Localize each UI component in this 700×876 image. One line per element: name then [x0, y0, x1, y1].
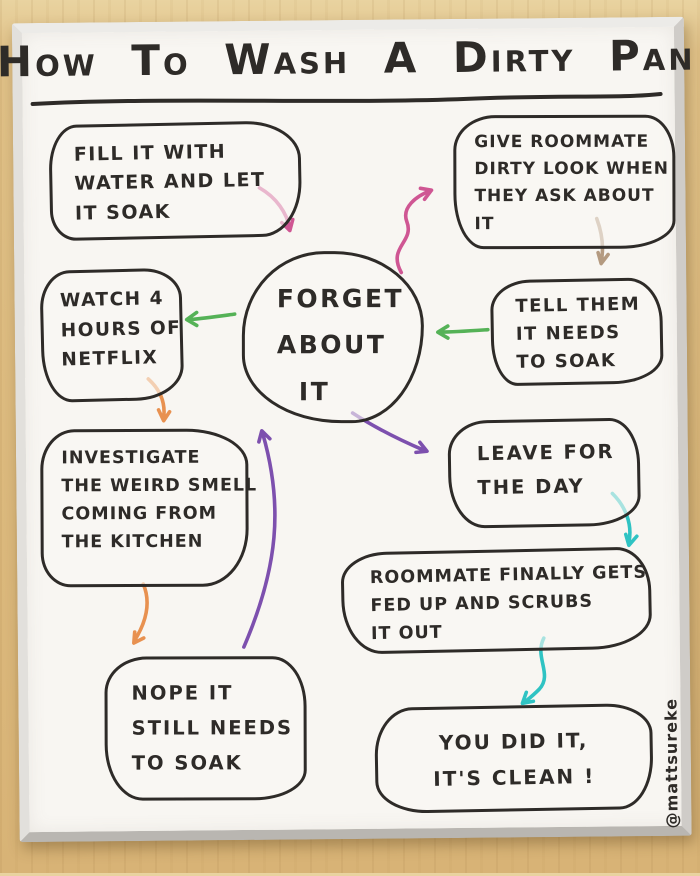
- node-investigate-weird-smell: INVESTIGATE THE WEIRD SMELL COMING FROM …: [40, 428, 258, 588]
- node-line: DIRTY LOOK WHEN: [474, 158, 670, 180]
- node-line: TO SOAK: [516, 349, 617, 373]
- node-line: THE DAY: [477, 474, 585, 500]
- node-you-did-it-its-clean: YOU DID IT, IT'S CLEAN !: [373, 702, 654, 814]
- node-line: NOPE IT: [131, 681, 234, 705]
- node-line: ABOUT: [276, 330, 387, 360]
- node-line: THE WEIRD SMELL: [61, 475, 258, 497]
- node-line: WATCH 4: [59, 288, 165, 312]
- node-line: THE KITCHEN: [61, 531, 204, 553]
- node-line: FILL IT WITH: [73, 140, 227, 166]
- page-title: How To Wash A Dirty Pan: [0, 30, 696, 87]
- node-forget-about-it: FORGET ABOUT IT: [241, 251, 424, 424]
- node-leave-for-the-day: LEAVE FOR THE DAY: [447, 417, 642, 529]
- node-line: HOURS OF: [60, 317, 182, 342]
- node-line: NETFLIX: [61, 347, 159, 371]
- node-nope-still-needs-to-soak: NOPE IT STILL NEEDS TO SOAK: [104, 656, 307, 801]
- node-roommate-scrubs-it-out: ROOMMATE FINALLY GETS FED UP AND SCRUBS …: [340, 546, 653, 655]
- node-line: TO SOAK: [131, 751, 243, 775]
- node-line: IT: [298, 376, 331, 406]
- node-line: STILL NEEDS: [131, 716, 294, 740]
- node-line: IT: [474, 213, 495, 234]
- node-line: IT OUT: [370, 622, 443, 645]
- node-line: YOU DID IT,: [438, 728, 589, 755]
- node-line: THEY ASK ABOUT: [474, 186, 655, 207]
- node-line: WATER AND LET: [74, 169, 266, 196]
- node-line: COMING FROM: [61, 503, 218, 525]
- node-line: IT SOAK: [74, 200, 172, 225]
- node-line: INVESTIGATE: [61, 447, 201, 469]
- node-line: GIVE ROOMMATE: [474, 131, 650, 153]
- node-line: IT NEEDS: [515, 321, 621, 345]
- node-line: IT'S CLEAN !: [433, 763, 596, 791]
- node-watch-netflix: WATCH 4 HOURS OF NETFLIX: [39, 267, 185, 403]
- node-line: LEAVE FOR: [476, 439, 615, 466]
- node-line: TELL THEM: [515, 293, 641, 317]
- node-line: ROOMMATE FINALLY GETS: [369, 562, 648, 589]
- node-give-roommate-dirty-look: GIVE ROOMMATE DIRTY LOOK WHEN THEY ASK A…: [453, 114, 676, 250]
- node-fill-it-with-water: FILL IT WITH WATER AND LET IT SOAK: [48, 120, 303, 242]
- artist-watermark: @mattsureke: [661, 697, 682, 829]
- node-line: FORGET: [276, 284, 405, 314]
- node-tell-them-it-needs-to-soak: TELL THEM IT NEEDS TO SOAK: [489, 277, 664, 387]
